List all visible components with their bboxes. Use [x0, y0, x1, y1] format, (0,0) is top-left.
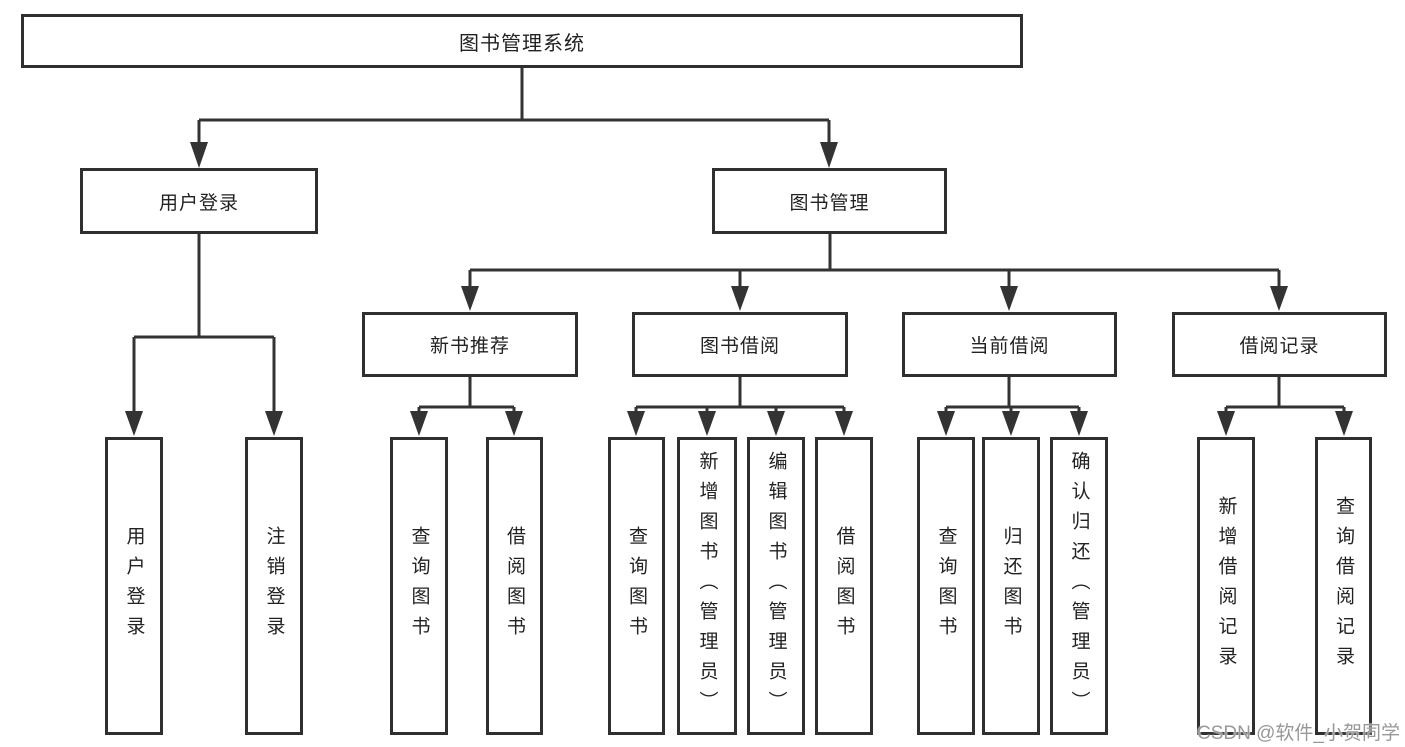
arrow-down-icon — [731, 286, 749, 311]
connector-current-borrow-children — [944, 377, 1081, 413]
node-label: 归还图书 — [1000, 526, 1022, 646]
leaf-user-login: 用户登录 — [105, 437, 163, 735]
node-label: 确认归还（管理员） — [1068, 451, 1090, 721]
connector-borrow-record-children — [1224, 377, 1346, 413]
csdn-watermark: CSDN @软件_小贺同学 — [1197, 723, 1400, 744]
node-label: 用户登录 — [158, 192, 239, 214]
node-label: 编辑图书（管理员） — [765, 451, 787, 721]
node-label: 图书管理 — [789, 192, 870, 214]
leaf-logout: 注销登录 — [245, 437, 303, 735]
arrow-down-icon — [1217, 411, 1235, 436]
node-label: 新增图书（管理员） — [696, 451, 718, 721]
arrow-down-icon — [698, 411, 716, 436]
leaf-return-books: 归还图书 — [982, 437, 1040, 735]
node-book-borrowing: 图书借阅 — [632, 312, 848, 377]
arrow-down-icon — [505, 411, 523, 436]
arrow-down-icon — [1070, 411, 1088, 436]
leaf-query-books-recommend: 查询图书 — [390, 437, 448, 735]
arrow-down-icon — [1000, 286, 1018, 311]
leaf-confirm-return-admin: 确认归还（管理员） — [1050, 437, 1108, 735]
arrow-down-icon — [1335, 411, 1353, 436]
arrow-down-icon — [767, 411, 785, 436]
leaf-add-borrow-record: 新增借阅记录 — [1197, 437, 1255, 735]
leaf-query-current-books: 查询图书 — [917, 437, 975, 735]
node-label: 图书管理系统 — [459, 32, 585, 55]
arrow-down-icon — [265, 411, 283, 436]
node-book-management: 图书管理 — [712, 168, 947, 234]
node-label: 新书推荐 — [429, 336, 510, 357]
connector-root-to-level2 — [197, 68, 831, 144]
arrow-down-icon — [461, 286, 479, 311]
leaf-query-borrow-record: 查询借阅记录 — [1315, 437, 1372, 735]
node-current-borrowing: 当前借阅 — [902, 312, 1117, 377]
leaf-query-books: 查询图书 — [608, 437, 665, 735]
leaf-edit-books-admin: 编辑图书（管理员） — [747, 437, 805, 735]
arrow-down-icon — [1270, 286, 1288, 311]
node-new-book-recommendation: 新书推荐 — [362, 312, 578, 377]
arrow-down-icon — [190, 142, 208, 168]
connector-new-book-rec-children — [417, 377, 516, 413]
arrow-down-icon — [627, 411, 645, 436]
node-label: 借阅图书 — [504, 526, 525, 646]
arrow-down-icon — [410, 411, 428, 436]
node-label: 查询图书 — [626, 526, 647, 646]
node-label: 当前借阅 — [969, 336, 1050, 357]
connector-book-borrow-children — [634, 377, 846, 413]
leaf-borrow-books: 借阅图书 — [815, 437, 873, 735]
arrow-down-icon — [1002, 411, 1020, 436]
arrow-down-icon — [820, 142, 838, 168]
node-book-management-system: 图书管理系统 — [21, 14, 1023, 68]
leaf-borrow-books-recommend: 借阅图书 — [486, 437, 543, 735]
connector-book-mgmt-children — [468, 234, 1281, 288]
arrow-down-icon — [937, 411, 955, 436]
node-label: 注销登录 — [263, 526, 285, 646]
node-label: 图书借阅 — [699, 336, 780, 357]
node-label: 借阅图书 — [833, 526, 855, 646]
arrowheads — [125, 142, 1353, 436]
leaf-add-books-admin: 新增图书（管理员） — [677, 437, 737, 735]
connector-user-login-children — [132, 234, 276, 413]
node-label: 新增借阅记录 — [1215, 496, 1237, 676]
node-borrowing-records: 借阅记录 — [1172, 312, 1387, 377]
node-user-login: 用户登录 — [80, 168, 318, 234]
arrow-down-icon — [835, 411, 853, 436]
node-label: 查询图书 — [935, 526, 957, 646]
node-label: 查询借阅记录 — [1333, 496, 1354, 676]
arrow-down-icon — [125, 411, 143, 436]
node-label: 借阅记录 — [1239, 336, 1320, 357]
node-label: 查询图书 — [408, 526, 430, 646]
node-label: 用户登录 — [123, 526, 145, 646]
